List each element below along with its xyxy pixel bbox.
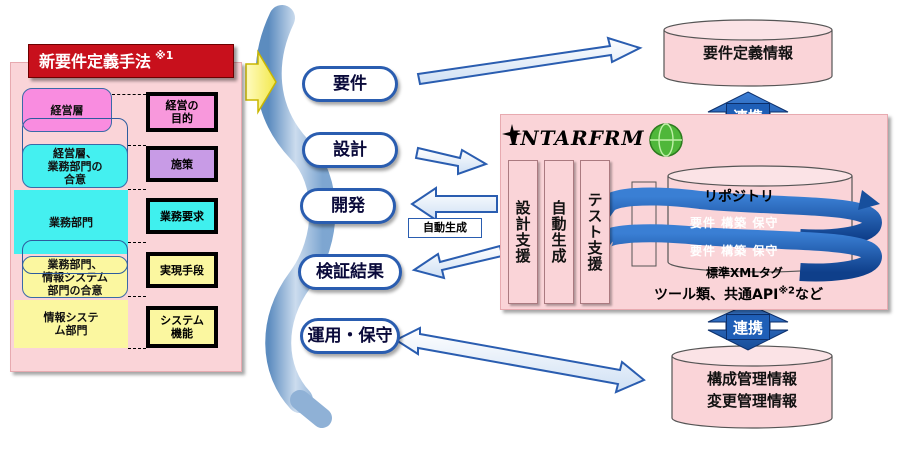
method-title-note: ※1 bbox=[155, 49, 174, 62]
phase-label: 開発 bbox=[331, 196, 365, 216]
xml-tag-label: 標準XMLタグ bbox=[706, 266, 783, 280]
goal-label: システム 機能 bbox=[160, 314, 204, 340]
dash-line bbox=[128, 242, 146, 243]
org-label: 経営層、 業務部門の 合意 bbox=[47, 146, 103, 186]
org-executives: 経営層 bbox=[22, 88, 112, 132]
phase-label: 設計 bbox=[333, 140, 367, 160]
goal-business-purpose: 経営の 目的 bbox=[146, 92, 218, 132]
goal-label: 施策 bbox=[171, 157, 193, 171]
yellow-arrow bbox=[245, 49, 277, 115]
arrow-verification bbox=[411, 244, 504, 280]
org-label: 経営層 bbox=[50, 103, 84, 117]
goal-label: 実現手段 bbox=[160, 263, 204, 277]
band-text-2: 要件 構築 保守 bbox=[690, 244, 779, 258]
dash-line bbox=[128, 145, 146, 146]
requirements-info-label: 要件定義情報 bbox=[702, 44, 793, 62]
goal-measures: 施策 bbox=[146, 146, 218, 182]
goal-implementation-means: 実現手段 bbox=[146, 252, 218, 288]
org-business-it-agreement: 業務部門、 情報システム 部門の合意 bbox=[22, 256, 128, 298]
dash-line bbox=[128, 189, 146, 190]
phase-development: 開発 bbox=[300, 188, 396, 224]
goal-system-functions: システム 機能 bbox=[146, 306, 218, 348]
intarfrm-logo: INTARFRM bbox=[510, 126, 645, 150]
dash-line bbox=[128, 296, 146, 297]
band-text-1: 要件 構築 保守 bbox=[690, 216, 779, 230]
method-title-text: 新要件定義手法 bbox=[39, 52, 152, 71]
phase-design: 設計 bbox=[302, 132, 398, 168]
phase-verification: 検証結果 bbox=[298, 254, 402, 290]
config-info-label: 構成管理情報 変更管理情報 bbox=[706, 370, 797, 410]
arrow-design bbox=[414, 146, 489, 176]
org-executive-business-agreement: 経営層、 業務部門の 合意 bbox=[22, 144, 128, 188]
org-label: 情報システ ム部門 bbox=[43, 311, 99, 337]
requirements-info-cylinder bbox=[663, 19, 833, 87]
org-business: 業務部門 bbox=[14, 190, 128, 254]
dash-line bbox=[128, 348, 146, 349]
org-business-frame bbox=[22, 240, 128, 274]
auto-generate-label: 自動生成 bbox=[408, 218, 482, 238]
method-title: 新要件定義手法※1 bbox=[28, 44, 234, 78]
column-auto-generation: 自動生成 bbox=[544, 160, 574, 304]
goal-business-requirements: 業務要求 bbox=[146, 198, 218, 234]
repository-title: リポジトリ bbox=[704, 189, 774, 205]
phase-operation: 運用・保守 bbox=[300, 318, 400, 354]
goal-label: 経営の 目的 bbox=[165, 99, 199, 125]
arrow-requirements-to-info bbox=[416, 36, 643, 86]
org-it-department: 情報システ ム部門 bbox=[14, 300, 128, 348]
column-test-support: テスト支援 bbox=[580, 160, 610, 304]
tools-note: ※2 bbox=[778, 285, 795, 297]
phase-label: 運用・保守 bbox=[307, 326, 393, 346]
tools-label: ツール類、共通API※2など bbox=[654, 284, 823, 304]
arrow-operation bbox=[393, 326, 646, 394]
tools-text: ツール類、共通API bbox=[654, 287, 779, 303]
tools-suffix: など bbox=[795, 287, 823, 303]
link-badge-bottom: 連携 bbox=[726, 314, 770, 340]
column-design-support: 設計支援 bbox=[508, 160, 538, 304]
phase-label: 要件 bbox=[333, 74, 367, 94]
auto-generate-text: 自動生成 bbox=[423, 221, 467, 234]
dash-line bbox=[112, 94, 146, 95]
org-label: 業務部門 bbox=[49, 215, 93, 229]
config-info-cylinder bbox=[671, 345, 833, 429]
phase-label: 検証結果 bbox=[316, 262, 384, 282]
goal-label: 業務要求 bbox=[160, 209, 204, 223]
phase-requirements: 要件 bbox=[302, 66, 398, 102]
arrow-development bbox=[410, 186, 498, 222]
